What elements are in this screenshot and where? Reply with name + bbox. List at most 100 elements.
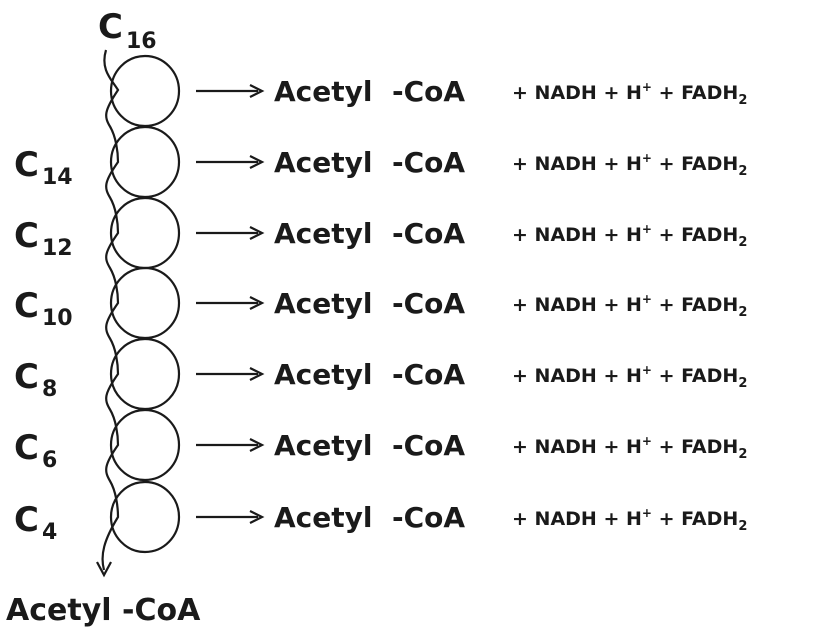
nadh-label: NADH <box>535 365 604 387</box>
fadh-label: FADH <box>681 365 738 387</box>
plus-sign: + <box>603 82 626 104</box>
coproducts-text: + NADH + H+ + FADH2 <box>512 80 747 108</box>
fadh-subscript: 2 <box>738 235 747 250</box>
nadh-label: NADH <box>535 508 604 530</box>
plus-sign: + <box>512 153 535 175</box>
fadh-subscript: 2 <box>738 305 747 320</box>
cycle-loop <box>109 196 181 270</box>
product-acetyl-text: Acetyl <box>274 358 373 391</box>
cycle-loop <box>109 266 181 340</box>
product-coa-text: -CoA <box>392 501 465 534</box>
plus-sign: + <box>512 294 535 316</box>
spiral-backbone-line <box>101 49 120 571</box>
coproducts-text: + NADH + H+ + FADH2 <box>512 292 747 320</box>
carbon-label-letter: C <box>14 145 39 185</box>
carbon-label-letter: C <box>14 500 39 540</box>
carbon-label-subscript: 8 <box>42 377 57 402</box>
fadh-subscript: 2 <box>738 447 747 462</box>
hydrogen-label: H <box>626 508 642 530</box>
fadh-label: FADH <box>681 436 738 458</box>
plus-sign: + <box>603 153 626 175</box>
product-coa-text: -CoA <box>392 217 465 250</box>
hydrogen-charge: + <box>642 506 652 520</box>
hydrogen-label: H <box>626 436 642 458</box>
fadh-subscript: 2 <box>738 376 747 391</box>
final-coa-text: -CoA <box>122 593 201 628</box>
carbon-label-subscript: 6 <box>42 448 57 473</box>
reaction-arrowhead <box>249 438 265 452</box>
fadh-label: FADH <box>681 82 738 104</box>
hydrogen-charge: + <box>642 292 652 306</box>
fadh-subscript: 2 <box>738 519 747 534</box>
fadh-label: FADH <box>681 153 738 175</box>
hydrogen-label: H <box>626 153 642 175</box>
carbon-label-subscript: 12 <box>42 236 73 261</box>
reaction-arrowhead <box>249 510 265 524</box>
plus-sign: + <box>512 508 535 530</box>
product-coa-text: -CoA <box>392 287 465 320</box>
plus-sign: + <box>652 294 681 316</box>
product-coa-text: -CoA <box>392 358 465 391</box>
nadh-label: NADH <box>535 224 604 246</box>
spiral-pathway <box>96 49 181 578</box>
product-acetyl-text: Acetyl <box>274 217 373 250</box>
start-chain-letter: C <box>98 7 123 47</box>
coproducts-text: + NADH + H+ + FADH2 <box>512 434 747 462</box>
start-chain-subscript: 16 <box>126 29 157 54</box>
product-coa-text: -CoA <box>392 146 465 179</box>
plus-sign: + <box>512 436 535 458</box>
spiral-arrowhead <box>96 561 112 578</box>
nadh-label: NADH <box>535 436 604 458</box>
hydrogen-charge: + <box>642 363 652 377</box>
reaction-arrowhead <box>249 155 265 169</box>
nadh-label: NADH <box>535 153 604 175</box>
carbon-label-subscript: 4 <box>42 520 57 545</box>
fadh-label: FADH <box>681 224 738 246</box>
carbon-label-letter: C <box>14 286 39 326</box>
plus-sign: + <box>652 224 681 246</box>
hydrogen-charge: + <box>642 151 652 165</box>
carbon-label-subscript: 14 <box>42 165 73 190</box>
fadh-label: FADH <box>681 294 738 316</box>
cycle-loop <box>109 480 181 554</box>
plus-sign: + <box>652 436 681 458</box>
hydrogen-label: H <box>626 294 642 316</box>
plus-sign: + <box>512 82 535 104</box>
reaction-arrowhead <box>249 296 265 310</box>
product-acetyl-text: Acetyl <box>274 429 373 462</box>
product-acetyl-text: Acetyl <box>274 75 373 108</box>
plus-sign: + <box>603 224 626 246</box>
plus-sign: + <box>603 294 626 316</box>
plus-sign: + <box>603 365 626 387</box>
product-acetyl-text: Acetyl <box>274 287 373 320</box>
plus-sign: + <box>512 365 535 387</box>
fadh-label: FADH <box>681 508 738 530</box>
cycle-loop <box>109 125 181 199</box>
hydrogen-label: H <box>626 365 642 387</box>
hydrogen-charge: + <box>642 434 652 448</box>
hydrogen-charge: + <box>642 80 652 94</box>
product-coa-text: -CoA <box>392 429 465 462</box>
plus-sign: + <box>603 508 626 530</box>
coproducts-text: + NADH + H+ + FADH2 <box>512 506 747 534</box>
carbon-label-letter: C <box>14 357 39 397</box>
carbon-label-subscript: 10 <box>42 306 73 331</box>
fadh-subscript: 2 <box>738 93 747 108</box>
plus-sign: + <box>652 153 681 175</box>
coproducts-text: + NADH + H+ + FADH2 <box>512 222 747 250</box>
cycle-loop <box>109 337 181 411</box>
plus-sign: + <box>512 224 535 246</box>
hydrogen-label: H <box>626 82 642 104</box>
cycle-loop <box>109 408 181 482</box>
start-chain-label: C 16 <box>98 7 157 54</box>
plus-sign: + <box>652 508 681 530</box>
plus-sign: + <box>603 436 626 458</box>
carbon-label-letter: C <box>14 216 39 256</box>
